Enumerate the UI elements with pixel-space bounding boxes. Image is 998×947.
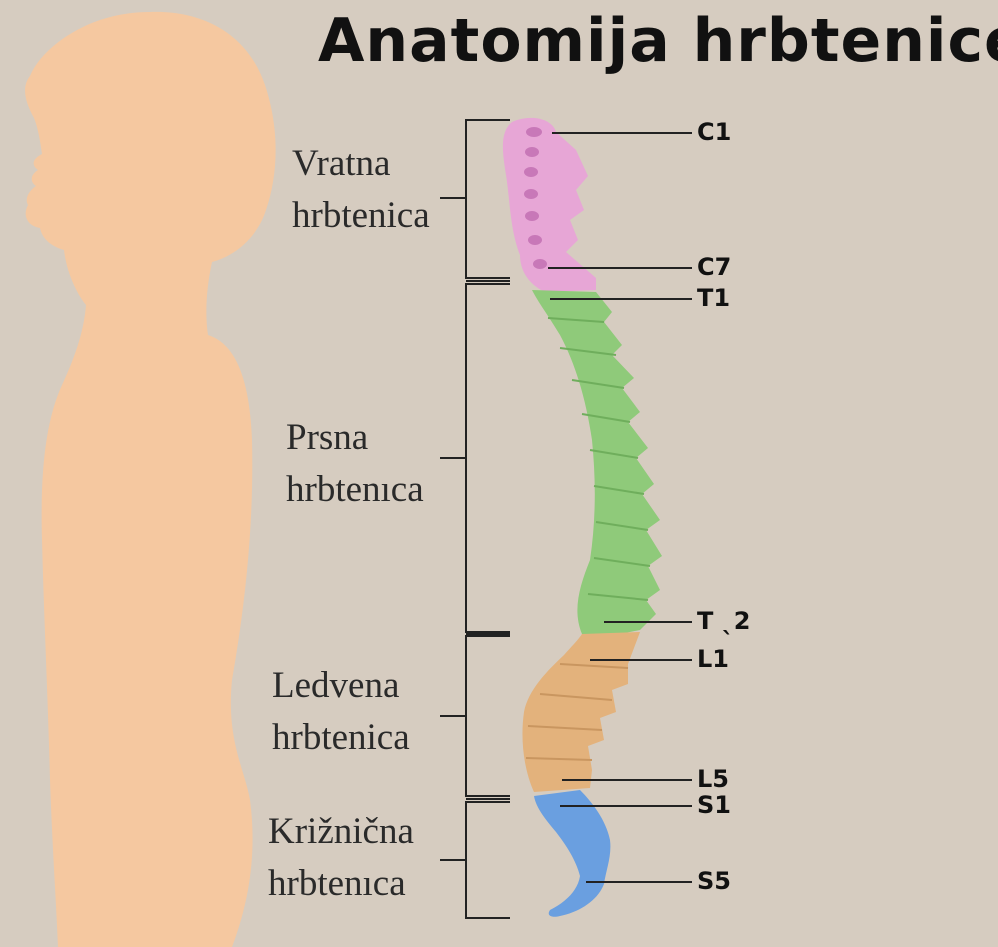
vertebra-label-s1: S1 <box>697 791 731 819</box>
region-label-line1: Prsna <box>286 412 424 464</box>
sacrum <box>534 790 610 917</box>
bracket-sacral <box>440 802 510 918</box>
bracket-cervical <box>440 120 510 278</box>
vertebra-label-l5: L5 <box>697 765 729 793</box>
cervical-vertebrae <box>503 118 596 292</box>
region-label-line2: hrbtenica <box>292 190 430 242</box>
diagram-title: Anatomija hrbtenice <box>318 6 998 76</box>
vertebra-label-t12: T ˎ2 <box>697 607 750 635</box>
spine-lumbar <box>522 632 640 792</box>
cervical-mark <box>525 211 539 221</box>
thoracic-vertebrae <box>532 290 662 636</box>
region-label-line2: hrbtenıca <box>286 464 424 516</box>
cervical-mark <box>533 259 547 269</box>
region-label-line1: Ledvena <box>272 660 410 712</box>
vertebra-label-s5: S5 <box>697 867 731 895</box>
cervical-mark <box>524 167 538 177</box>
region-label-lumbar: Ledvena hrbtenica <box>272 660 410 764</box>
region-label-line1: Križnična <box>268 806 414 858</box>
spine-cervical <box>503 118 596 292</box>
region-brackets <box>440 120 510 918</box>
region-label-line2: hrbtenica <box>272 712 410 764</box>
region-label-thoracic: Prsna hrbtenıca <box>286 412 424 516</box>
cervical-mark <box>524 189 538 199</box>
cervical-mark <box>525 147 539 157</box>
vertebra-label-l1: L1 <box>697 645 729 673</box>
vertebra-label-c7: C7 <box>697 253 731 281</box>
cervical-mark <box>526 127 542 137</box>
region-label-line2: hrbtenıca <box>268 858 414 910</box>
region-label-line1: Vratna <box>292 138 430 190</box>
bracket-doubles <box>466 281 510 799</box>
bracket-thoracic <box>440 284 510 632</box>
spine-sacral <box>534 790 610 917</box>
vertebra-label-t1: T1 <box>697 284 730 312</box>
spine-thoracic <box>532 290 662 636</box>
cervical-mark <box>528 235 542 245</box>
lumbar-vertebrae <box>522 632 640 792</box>
vertebra-label-c1: C1 <box>697 118 731 146</box>
region-label-cervical: Vratna hrbtenica <box>292 138 430 242</box>
region-label-sacral: Križnična hrbtenıca <box>268 806 414 910</box>
bracket-lumbar <box>440 636 510 796</box>
